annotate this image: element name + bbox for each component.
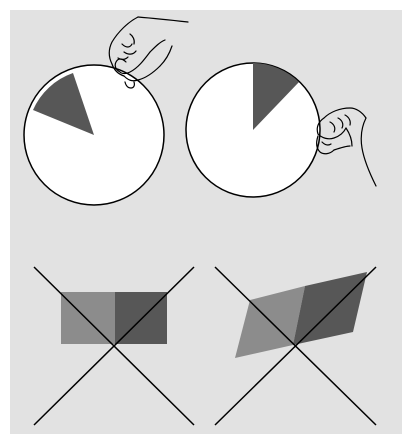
circle-right-group <box>186 63 320 197</box>
parallelogram-dark-right <box>293 272 367 345</box>
bottom-left-group <box>34 267 194 425</box>
hand-right-icon <box>317 108 376 186</box>
bottom-right-group <box>215 267 376 425</box>
circle-left-group <box>24 65 164 205</box>
square-dark-left <box>115 292 167 344</box>
square-light-left <box>61 292 115 344</box>
